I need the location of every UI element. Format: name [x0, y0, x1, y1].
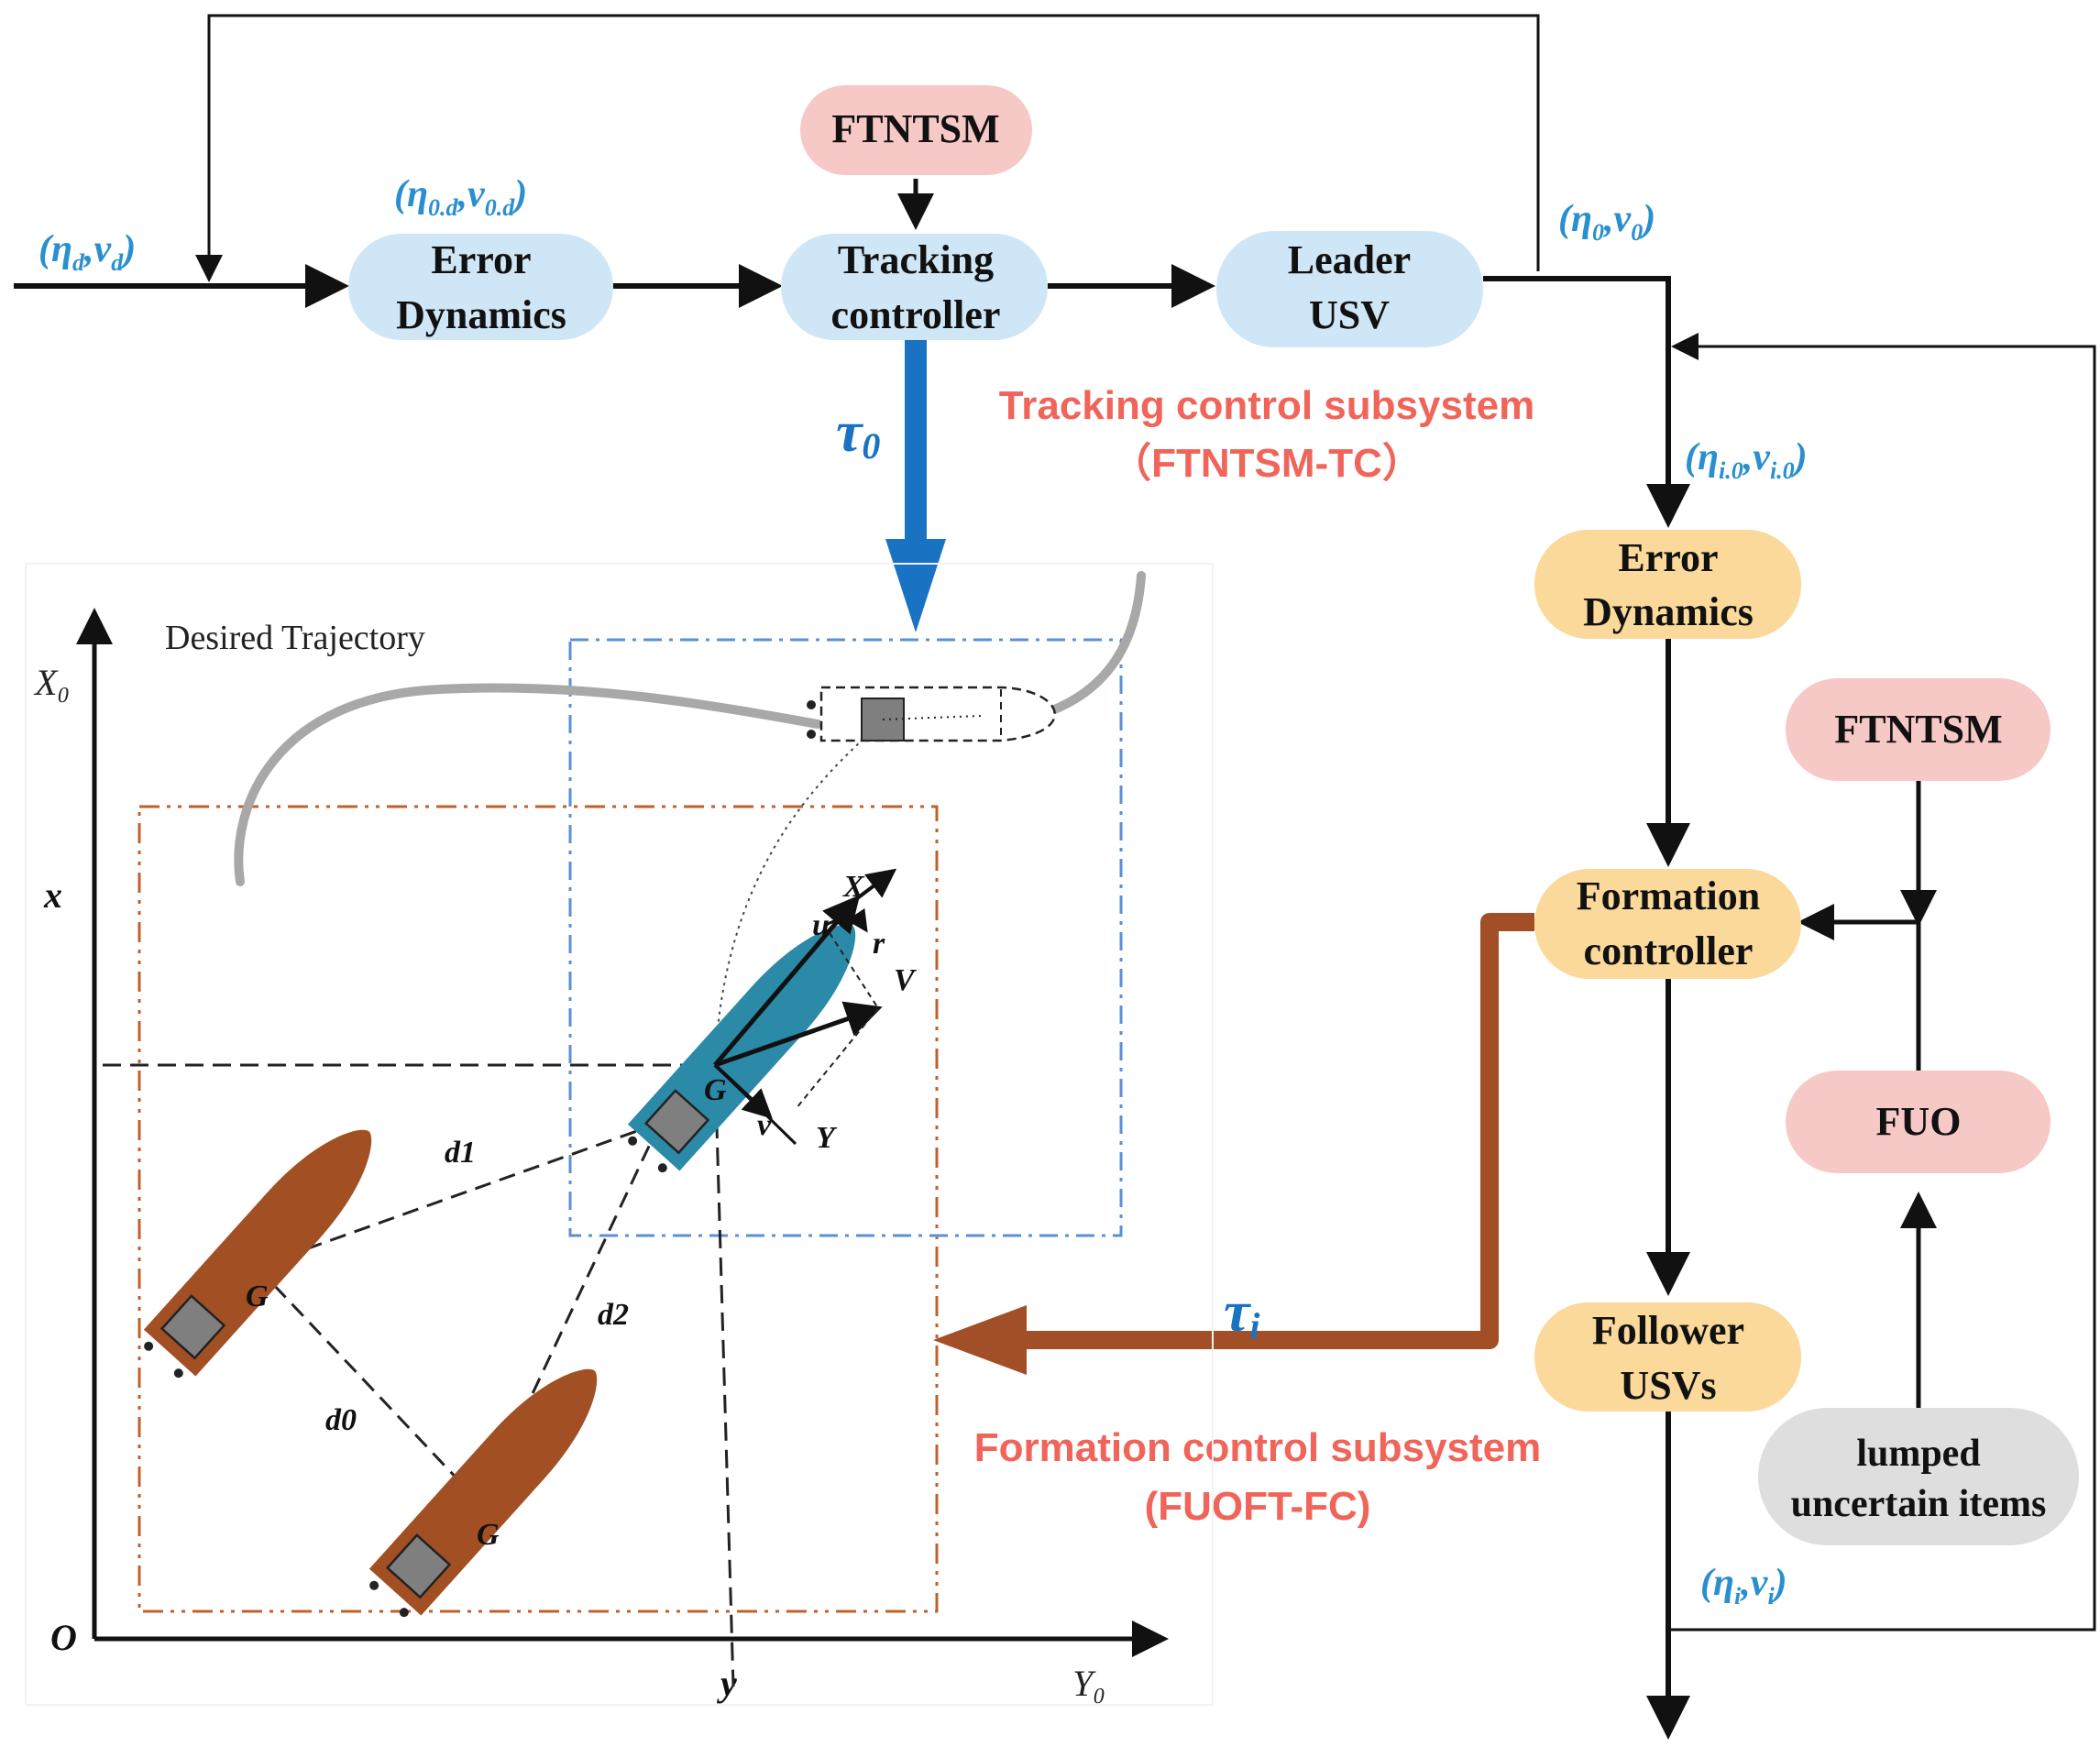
tau0-arrow: [885, 340, 946, 632]
leader-ship-g-label: G: [704, 1073, 727, 1107]
node-lumped-line1: lumped: [1856, 1433, 1980, 1475]
body-x-label: X: [842, 870, 865, 904]
formation-region: [137, 805, 939, 1613]
formation-subsystem-abbr: (FUOFT-FC): [1145, 1484, 1371, 1529]
node-error-dynamics-right: Error Dynamics: [1534, 530, 1801, 639]
desired-trajectory-label: Desired Trajectory: [165, 619, 425, 657]
tau0-label: τ0: [836, 399, 880, 467]
node-ftntsm-top-label: FTNTSM: [831, 106, 999, 151]
leader-body-frame: [713, 868, 897, 1146]
node-follower-usvs-line1: Follower: [1592, 1308, 1744, 1353]
scene-frame: [25, 563, 1214, 1706]
formation-subsystem-title: Formation control subsystem: [974, 1425, 1542, 1470]
body-r-label: r: [873, 927, 885, 961]
right-signal-lines: [1646, 333, 2096, 1740]
node-error-dynamics-top: Error Dynamics: [348, 234, 613, 340]
node-ftntsm-right: FTNTSM: [1786, 678, 2051, 781]
axis-x-mark: x: [43, 874, 62, 916]
follower-ship-2: [368, 1368, 598, 1618]
tracking-subsystem-title: Tracking control subsystem: [999, 383, 1534, 428]
node-formation-controller: Formation controller: [1534, 869, 1801, 979]
node-tracking-controller-line1: Tracking: [838, 237, 994, 282]
distance-d2-label: d2: [598, 1298, 629, 1332]
follower-ship-1: [143, 1129, 372, 1379]
node-lumped-line2: uncertain items: [1791, 1483, 2047, 1525]
signal-eta-i0: (ηi.0,vi.0): [1685, 436, 1808, 484]
body-u-label: u: [812, 908, 830, 942]
distance-d0-label: d0: [325, 1403, 357, 1437]
node-error-dynamics-right-line1: Error: [1618, 535, 1718, 580]
signal-eta-0d: (η0.d,v0.d): [394, 173, 527, 221]
node-tracking-controller-line2: controller: [831, 292, 1001, 337]
body-y-label: Y: [816, 1121, 838, 1155]
scene-reference-lines: [103, 1063, 735, 1687]
body-v-label: v: [757, 1108, 772, 1142]
node-formation-controller-line1: Formation: [1577, 874, 1760, 918]
node-tracking-controller: Tracking controller: [781, 234, 1048, 340]
body-v-cap-label: V: [894, 963, 917, 997]
axis-x0-label: X₀: [33, 662, 70, 703]
origin-label: O: [50, 1617, 77, 1658]
node-lumped-uncertain: lumped uncertain items: [1758, 1408, 2079, 1545]
follower-2-g-label: G: [477, 1518, 500, 1552]
node-error-dynamics-top-line1: Error: [431, 237, 531, 282]
node-leader-usv: Leader USV: [1216, 231, 1483, 347]
top-signal-lines: [14, 14, 1690, 528]
node-ftntsm-right-label: FTNTSM: [1834, 707, 2002, 752]
node-leader-usv-line2: USV: [1309, 292, 1390, 337]
distance-d1-label: d1: [445, 1136, 476, 1170]
tracking-subsystem-abbr: （FTNTSM-TC）: [1111, 441, 1423, 486]
node-ftntsm-top: FTNTSM: [800, 85, 1032, 175]
desired-trajectory-curve: [234, 571, 1146, 1064]
node-follower-usvs: Follower USVs: [1534, 1302, 1801, 1412]
taui-label: τi: [1224, 1279, 1260, 1346]
tracking-region: [568, 638, 1123, 1237]
follower-1-g-label: G: [246, 1280, 269, 1313]
signal-eta-i: (ηi,vi): [1700, 1562, 1787, 1610]
node-formation-controller-line2: controller: [1584, 928, 1754, 973]
node-error-dynamics-top-line2: Dynamics: [396, 292, 566, 337]
axis-y0-label: Y₀: [1072, 1663, 1105, 1704]
node-leader-usv-line1: Leader: [1288, 237, 1411, 282]
signal-eta-d: (ηd,vd): [38, 228, 136, 276]
node-fuo-label: FUO: [1876, 1099, 1962, 1144]
node-fuo: FUO: [1786, 1071, 2051, 1173]
taui-arrow: [933, 913, 1534, 1375]
node-error-dynamics-right-line2: Dynamics: [1583, 589, 1754, 634]
leader-ship: [627, 924, 856, 1173]
signal-eta-0: (η0,v0): [1558, 198, 1655, 246]
node-follower-usvs-line2: USVs: [1620, 1363, 1716, 1408]
desired-ship: [807, 686, 1056, 742]
